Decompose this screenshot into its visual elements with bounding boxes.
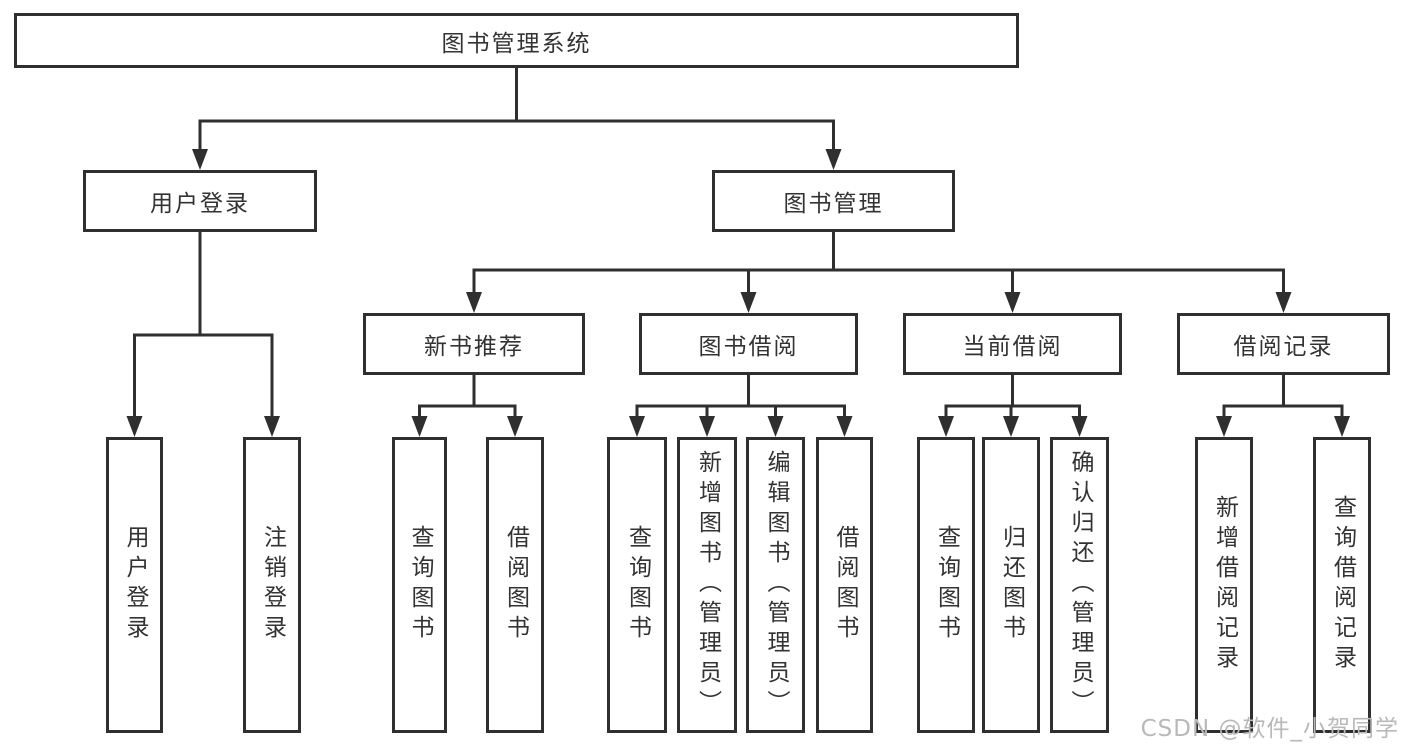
node-leaf-nb-borrow: 借阅图书 [486,437,544,733]
node-root: 图书管理系统 [14,13,1019,68]
node-label-book-borrow: 图书借阅 [698,334,799,360]
arrowhead-current-borrow [1004,292,1021,313]
connector-current-borrow [944,373,1081,421]
node-leaf-user-login: 用户登录 [106,437,163,733]
arrowhead-leaf-cb-return [1003,416,1019,437]
connector-book-mgmt [472,230,1285,297]
node-borrow-records: 借阅记录 [1177,313,1390,375]
node-label-current-borrow: 当前借阅 [962,334,1063,360]
arrowhead-leaf-cb-confirm [1071,416,1088,437]
connector-user-login [133,230,274,421]
node-leaf-nb-query: 查询图书 [392,437,447,733]
watermark: CSDN @软件_小贺同学 [1140,716,1399,742]
node-label-leaf-cb-confirm: 确认归还（管理员） [1067,450,1093,720]
connector-new-book-rec [418,373,517,421]
node-label-leaf-logout: 注销登录 [259,525,286,645]
node-label-leaf-bb-edit: 编辑图书（管理员） [763,450,789,720]
arrowhead-leaf-bb-borrow [836,416,853,437]
node-label-book-mgmt: 图书管理 [783,191,884,217]
arrowhead-user-login [192,149,208,170]
arrowhead-leaf-logout [264,416,280,437]
node-label-leaf-bb-query: 查询图书 [624,525,651,645]
node-leaf-cb-confirm: 确认归还（管理员） [1050,437,1109,733]
node-label-leaf-cb-return: 归还图书 [998,525,1025,645]
node-label-leaf-nb-borrow: 借阅图书 [502,525,529,645]
node-label-leaf-br-add: 新增借阅记录 [1211,495,1238,675]
node-label-leaf-bb-add: 新增图书（管理员） [694,450,721,720]
node-label-leaf-br-query: 查询借阅记录 [1329,495,1356,675]
arrowhead-leaf-user-login [126,416,143,437]
arrowhead-leaf-br-query [1334,416,1350,437]
node-leaf-br-add: 新增借阅记录 [1195,437,1253,733]
node-leaf-bb-edit: 编辑图书（管理员） [746,437,805,733]
arrowhead-leaf-nb-query [411,416,428,437]
node-book-borrow: 图书借阅 [639,313,858,375]
connector-borrow-records [1222,373,1344,421]
arrowhead-leaf-bb-add [699,416,715,437]
arrowhead-leaf-bb-edit [767,416,784,437]
arrowhead-leaf-br-add [1216,416,1232,437]
node-leaf-bb-query: 查询图书 [607,437,667,733]
node-label-new-book-rec: 新书推荐 [424,334,524,360]
node-label-borrow-records: 借阅记录 [1233,334,1334,360]
node-label-leaf-nb-query: 查询图书 [407,525,433,645]
arrowhead-book-mgmt [825,149,842,170]
arrowhead-book-borrow [740,292,757,313]
node-leaf-cb-query: 查询图书 [917,437,975,733]
node-label-leaf-user-login: 用户登录 [122,525,148,645]
node-current-borrow: 当前借阅 [903,313,1122,375]
arrowhead-borrow-records [1275,292,1292,313]
node-leaf-bb-add: 新增图书（管理员） [677,437,737,733]
connector-book-borrow [635,373,846,421]
arrowhead-leaf-nb-borrow [507,416,523,437]
node-user-login: 用户登录 [83,170,317,232]
node-label-root: 图书管理系统 [441,30,592,57]
node-book-mgmt: 图书管理 [712,170,955,232]
node-label-leaf-cb-query: 查询图书 [933,525,960,645]
node-leaf-br-query: 查询借阅记录 [1313,437,1371,733]
node-label-user-login: 用户登录 [150,191,250,217]
node-new-book-rec: 新书推荐 [363,313,585,375]
node-leaf-bb-borrow: 借阅图书 [816,437,873,733]
arrowhead-new-book-rec [466,292,482,313]
arrowhead-leaf-bb-query [629,416,645,437]
node-label-leaf-bb-borrow: 借阅图书 [832,525,858,645]
connector-root [198,66,835,154]
arrowhead-leaf-cb-query [938,416,954,437]
node-leaf-logout: 注销登录 [243,437,301,733]
node-leaf-cb-return: 归还图书 [982,437,1040,733]
